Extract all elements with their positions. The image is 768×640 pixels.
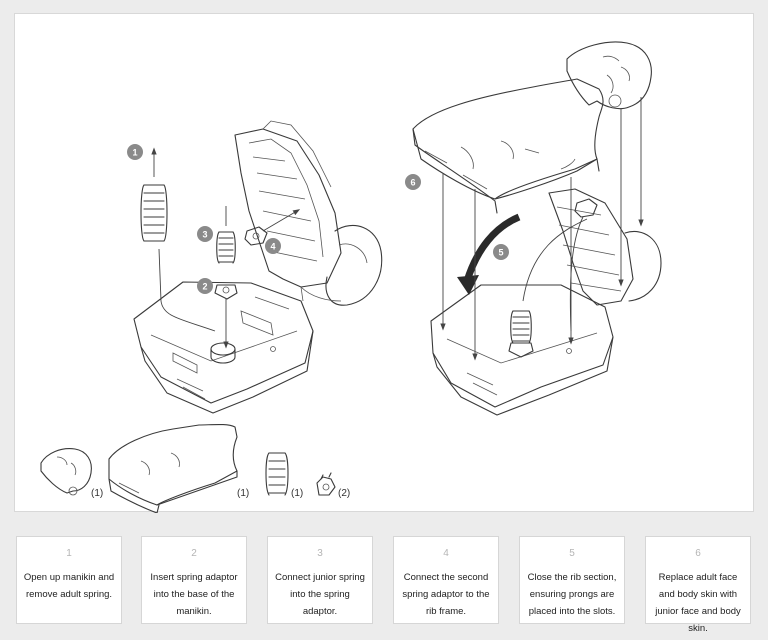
junior-face-part: (1) [40, 448, 103, 499]
closing-manikin-illustration [412, 41, 662, 416]
svg-text:2: 2 [202, 282, 207, 292]
rib-frame [234, 128, 342, 288]
step-number: 5 [569, 548, 575, 559]
step-text: Replace adult face and body skin with ju… [655, 572, 741, 634]
rib-frame-right [548, 188, 634, 306]
step-card-3: 3 Connect junior spring into the spring … [267, 536, 373, 624]
spring-adaptor-part: (2) [316, 472, 350, 499]
step-text: Connect the second spring adaptor to the… [402, 572, 490, 617]
step-card-6: 6 Replace adult face and body skin with … [645, 536, 751, 634]
step-number: 3 [317, 548, 323, 559]
step-text: Connect junior spring into the spring ad… [275, 572, 365, 617]
spring-in-base [508, 310, 534, 358]
step-text: Insert spring adaptor into the base of t… [150, 572, 238, 617]
svg-text:1: 1 [132, 148, 137, 158]
step-number: 1 [66, 548, 72, 559]
spring-adaptor-upper [244, 209, 301, 246]
svg-text:4: 4 [270, 242, 275, 252]
step-card-2: 2 Insert spring adaptor into the base of… [141, 536, 247, 624]
spring-adaptor-lower [214, 284, 238, 349]
body-skin-adult [412, 78, 604, 214]
junior-body-skin-part: (1) [108, 423, 249, 513]
manikin-base [133, 281, 314, 404]
spring-quantity-label: (1) [291, 488, 303, 499]
manikin-head [325, 224, 383, 306]
manikin-base-right [430, 284, 614, 408]
callout-badge-2: 2 [197, 278, 213, 294]
junior-spring-part: (1) [265, 452, 303, 499]
callout-badge-3: 3 [197, 226, 213, 242]
face-quantity-label: (1) [91, 488, 103, 499]
step-card-4: 4 Connect the second spring adaptor to t… [393, 536, 499, 624]
step-number: 2 [191, 548, 197, 559]
step-number: 6 [695, 548, 701, 559]
svg-text:5: 5 [498, 248, 503, 258]
step-card-5: 5 Close the rib section, ensuring prongs… [519, 536, 625, 624]
callout-badge-4: 4 [265, 238, 281, 254]
diagram-panel: (1) (1) (1) (2) 1 2 3 4 5 [14, 13, 754, 513]
callout-badge-1: 1 [127, 144, 143, 160]
adaptor-quantity-label: (2) [338, 488, 350, 499]
body-skin-quantity-label: (1) [237, 488, 249, 499]
open-manikin-illustration [133, 120, 383, 414]
junior-spring-installed [216, 206, 236, 264]
step-card-1: 1 Open up manikin and remove adult sprin… [16, 536, 122, 624]
svg-text:6: 6 [410, 178, 415, 188]
step-text: Open up manikin and remove adult spring. [23, 572, 115, 600]
step-number: 4 [443, 548, 449, 559]
svg-text:3: 3 [202, 230, 207, 240]
adult-face [566, 41, 652, 110]
adult-spring-removed [140, 147, 216, 332]
callout-badge-6: 6 [405, 174, 421, 190]
step-text: Close the rib section, ensuring prongs a… [527, 572, 617, 617]
closing-arrow [463, 213, 521, 283]
callout-badge-5: 5 [493, 244, 509, 260]
assembly-illustration: (1) (1) (1) (2) 1 2 3 4 5 [40, 41, 662, 513]
